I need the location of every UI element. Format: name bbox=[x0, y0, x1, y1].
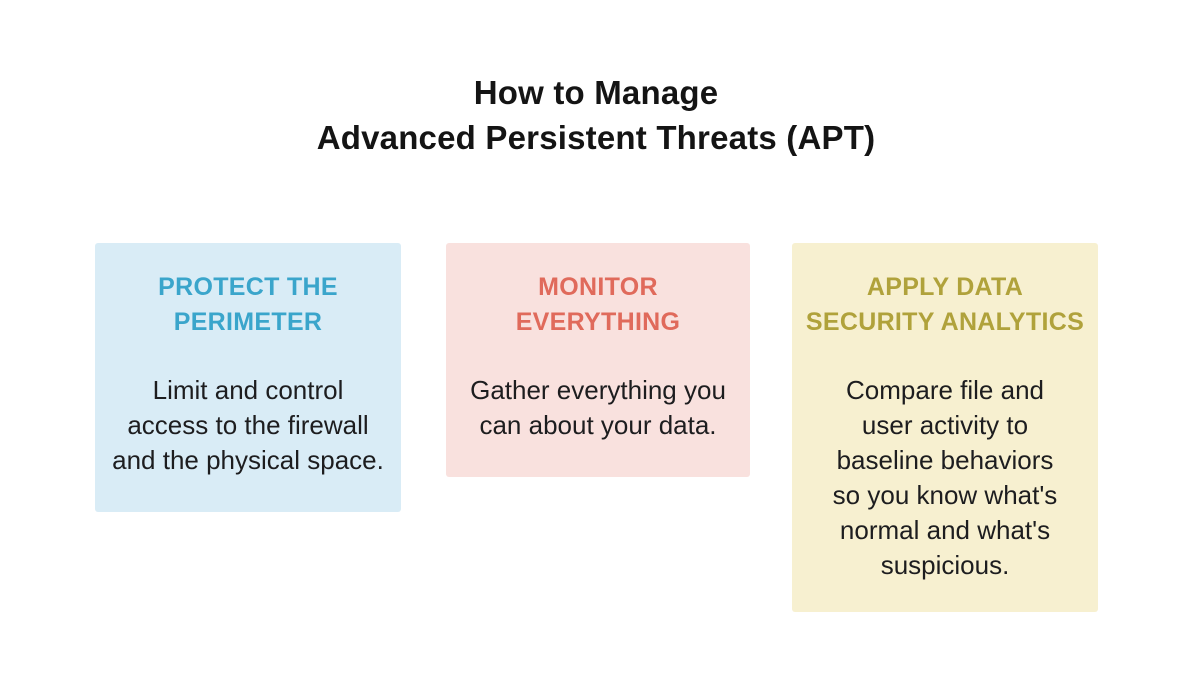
card-apply-data-security-analytics: APPLY DATA SECURITY ANALYTICS Compare fi… bbox=[792, 243, 1098, 612]
card-heading-protect-the-perimeter: PROTECT THE PERIMETER bbox=[158, 273, 338, 336]
card-heading-apply-data-security-analytics: APPLY DATA SECURITY ANALYTICS bbox=[805, 273, 1085, 336]
card-body-apply-data-security-analytics: Compare file and user activity to baseli… bbox=[832, 375, 1058, 580]
card-body-protect-the-perimeter: Limit and control access to the firewall… bbox=[112, 375, 384, 475]
card-monitor-everything: MONITOR EVERYTHING Gather everything you… bbox=[446, 243, 750, 477]
card-body-monitor-everything: Gather everything you can about your dat… bbox=[470, 375, 726, 440]
card-protect-the-perimeter: PROTECT THE PERIMETER Limit and control … bbox=[95, 243, 401, 512]
card-heading-monitor-everything: MONITOR EVERYTHING bbox=[515, 273, 681, 336]
page-title: How to Manage Advanced Persistent Threat… bbox=[316, 74, 876, 156]
